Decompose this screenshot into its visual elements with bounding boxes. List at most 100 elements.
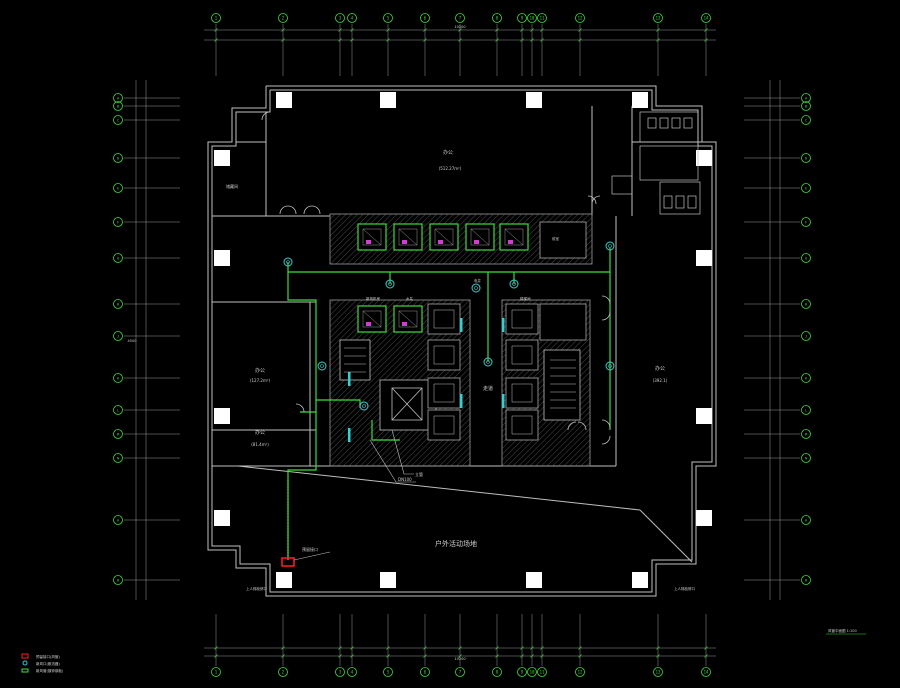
- air-diffuser: [509, 279, 519, 289]
- ahu-fan: [402, 322, 407, 326]
- axis-label: M: [805, 433, 807, 437]
- axis-bubble: [113, 299, 123, 309]
- shaft-box: [505, 303, 539, 335]
- dim-tick: [704, 654, 708, 658]
- dim-tick: [704, 38, 708, 42]
- dim-tick: [656, 38, 660, 42]
- axis-bubble: [653, 13, 663, 23]
- axis-bubble: [527, 13, 537, 23]
- room-east-office: 办公: [655, 365, 665, 372]
- axis-label: 4: [351, 670, 354, 675]
- ahu-cross: [398, 310, 418, 328]
- axis-label: 13: [656, 670, 661, 675]
- dim-tick: [540, 28, 544, 32]
- axis-bubble: [113, 253, 123, 263]
- axis-label: F: [805, 221, 807, 225]
- structural-column: [276, 92, 292, 108]
- axis-bubble: [537, 13, 547, 23]
- axis-label: 11: [540, 16, 545, 21]
- dim-tick: [704, 28, 708, 32]
- axis-label: 4: [351, 16, 354, 21]
- axis-bubble: [278, 13, 288, 23]
- axis-label: 1: [215, 670, 218, 675]
- room-top-office: 办公: [443, 149, 453, 156]
- room-outdoor-area: 户外活动场地: [435, 539, 477, 548]
- structural-column: [696, 250, 712, 266]
- shaft-inner: [433, 309, 455, 329]
- room-top-office-area: (512.27m²): [439, 166, 462, 171]
- structural-column: [526, 572, 542, 588]
- shaft-inner: [511, 309, 533, 329]
- axis-label: F: [117, 221, 119, 225]
- axis-label: 9: [521, 16, 524, 21]
- dim-tick: [423, 654, 427, 658]
- dim-tick: [281, 38, 285, 42]
- dim-tick: [520, 28, 524, 32]
- air-diffuser-core: [608, 244, 612, 248]
- axis-label: 2: [282, 16, 285, 21]
- axis-label: 7: [459, 670, 462, 675]
- dim-tick: [530, 646, 534, 650]
- axis-bubble: [113, 575, 123, 585]
- legend-item-3: 新风管(镀锌钢板): [36, 668, 64, 673]
- room-office-west-area: (127.2m²): [250, 378, 271, 383]
- dim-tick: [338, 654, 342, 658]
- sw-stair-note: 上人梯检修口: [246, 586, 267, 591]
- shaft-label: 楼梯间: [520, 296, 531, 301]
- axis-label: 14: [704, 670, 709, 675]
- dim-tick: [214, 654, 218, 658]
- axis-bubble: [701, 13, 711, 23]
- axis-bubble: [383, 13, 393, 23]
- axis-label: A: [117, 97, 120, 101]
- ahu-fan: [402, 240, 407, 244]
- reserved-interface-label: 预留接口: [302, 546, 318, 552]
- air-diffuser-core: [608, 364, 612, 368]
- axis-bubble: [347, 667, 357, 677]
- structural-column: [380, 572, 396, 588]
- axis-bubble: [455, 13, 465, 23]
- wall-grille: [502, 394, 505, 408]
- axis-label: J: [805, 335, 807, 339]
- axis-bubble: [801, 515, 811, 525]
- axis-bubble: [113, 217, 123, 227]
- cyan-circle-icon: [22, 660, 28, 666]
- shaft-box: [505, 377, 539, 409]
- dim-tick: [338, 28, 342, 32]
- ahu-fan: [508, 240, 513, 244]
- axis-label: G: [117, 257, 119, 261]
- dim-tick: [458, 38, 462, 42]
- air-diffuser-core: [388, 282, 392, 286]
- callout-leaders: [369, 429, 416, 483]
- axis-bubble: [801, 299, 811, 309]
- dim-tick: [214, 38, 218, 42]
- dim-tick: [656, 646, 660, 650]
- air-diffusers: [283, 241, 615, 442]
- dim-tick: [281, 646, 285, 650]
- axis-label: 5: [387, 16, 390, 21]
- wall-grille: [460, 394, 463, 408]
- dim-tick: [495, 654, 499, 658]
- ahu-fan: [438, 240, 443, 244]
- legend: 预留接口(风管) 新风口(散流器) 新风管(镀锌钢板): [21, 653, 64, 673]
- axis-label: 6: [424, 16, 427, 21]
- axis-label: E: [805, 187, 807, 191]
- dim-tick: [350, 646, 354, 650]
- room-east-office-area: (392.1): [653, 378, 668, 383]
- shaft-box: [505, 339, 539, 371]
- dim-tick: [458, 646, 462, 650]
- dim-tick: [386, 646, 390, 650]
- axis-bubble: [801, 93, 811, 103]
- dim-tick: [704, 646, 708, 650]
- axis-bubble: [801, 253, 811, 263]
- axis-label: 2: [282, 670, 285, 675]
- axis-bubble: [113, 101, 123, 111]
- dim-tick: [520, 646, 524, 650]
- air-diffuser: [605, 241, 615, 251]
- axis-bubble: [517, 13, 527, 23]
- air-handling-units: [357, 223, 529, 333]
- axis-label: 7: [459, 16, 462, 21]
- structural-column: [526, 92, 542, 108]
- dim-tick: [350, 654, 354, 658]
- ahu-inner: [362, 228, 382, 246]
